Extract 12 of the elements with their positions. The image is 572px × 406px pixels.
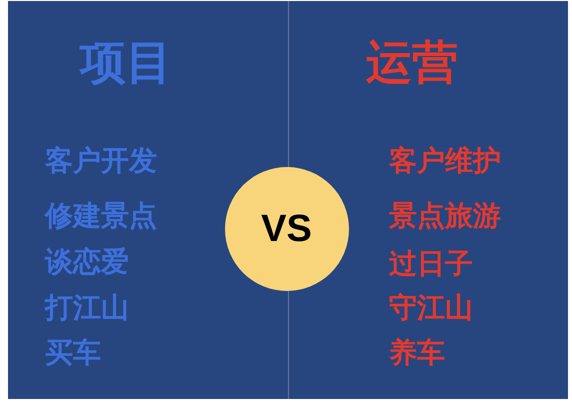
- list-item: 景点旅游: [389, 202, 501, 230]
- column-heading: 项目: [80, 39, 172, 85]
- list-item: 修建景点: [45, 202, 157, 230]
- list-item: 客户开发: [45, 147, 157, 175]
- list-item: 养车: [389, 339, 445, 367]
- list-item: 过日子: [389, 250, 473, 278]
- column-heading: 运营: [366, 39, 458, 85]
- list-item: 买车: [45, 339, 101, 367]
- list-item: 守江山: [389, 294, 473, 322]
- list-item: 打江山: [45, 294, 129, 322]
- list-item: 谈恋爱: [45, 248, 129, 276]
- list-item: 客户维护: [389, 147, 501, 175]
